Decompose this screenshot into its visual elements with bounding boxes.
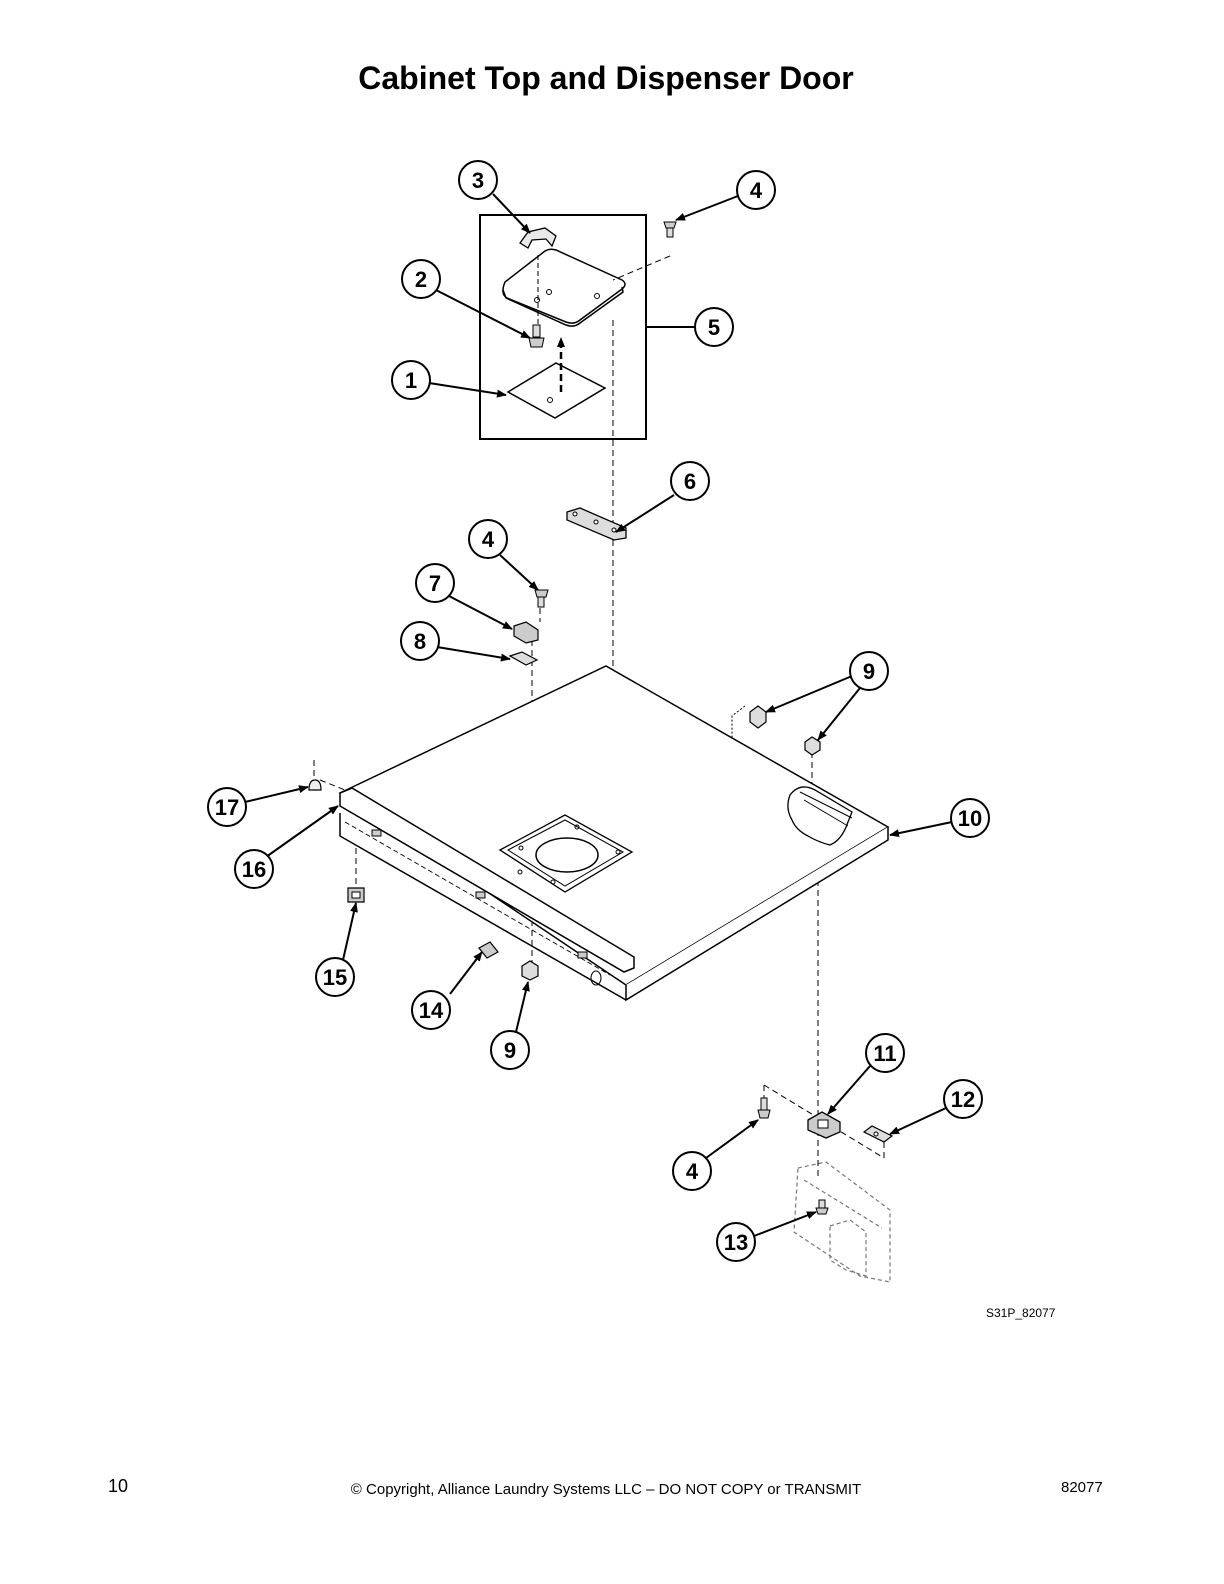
callout-11: 11: [865, 1033, 905, 1073]
screw-icon: [815, 1199, 829, 1215]
callout-15: 15: [315, 957, 355, 997]
callout-16: 16: [234, 849, 274, 889]
callout-label: 2: [415, 267, 427, 292]
hinge-plate-part: [862, 1125, 894, 1143]
callout-label: 9: [504, 1038, 516, 1063]
callout-4: 4: [672, 1151, 712, 1191]
screw-icon: [528, 324, 545, 348]
cabinet-top-panel: [338, 665, 890, 1002]
nut-icon: [521, 960, 539, 981]
callout-label: 12: [951, 1087, 975, 1112]
callout-10: 10: [950, 798, 990, 838]
callout-4: 4: [468, 519, 508, 559]
callout-1: 1: [391, 360, 431, 400]
screw-icon: [757, 1097, 771, 1119]
page-title: Cabinet Top and Dispenser Door: [358, 60, 854, 96]
callout-label: 6: [684, 469, 696, 494]
door-panel-ghost: [793, 1161, 891, 1283]
assembly-guide-dotted: [599, 705, 746, 881]
callout-9: 9: [490, 1030, 530, 1070]
callout-13: 13: [716, 1222, 756, 1262]
callout-label: 17: [215, 795, 239, 820]
callout-6: 6: [670, 461, 710, 501]
callout-label: 4: [686, 1159, 699, 1184]
latch-block-part: [513, 621, 539, 644]
callout-label: 5: [708, 315, 720, 340]
screw-icon: [534, 589, 549, 608]
clip-icon: [478, 941, 499, 959]
callout-12: 12: [943, 1079, 983, 1119]
page-number: 10: [108, 1476, 129, 1496]
figure-id: S31P_82077: [986, 1306, 1056, 1320]
callout-label: 9: [863, 659, 875, 684]
callout-label: 10: [958, 806, 982, 831]
callout-leaders: [244, 193, 953, 1237]
callout-label: 11: [873, 1041, 896, 1066]
callout-2: 2: [401, 259, 441, 299]
latch-shim-part: [508, 651, 539, 666]
callout-label: 7: [429, 571, 441, 596]
document-number: 82077: [1061, 1479, 1103, 1496]
callout-label: 8: [414, 629, 426, 654]
callout-label: 4: [482, 527, 495, 552]
hinge-part: [807, 1111, 841, 1139]
callout-label: 13: [724, 1230, 748, 1255]
callout-label: 4: [750, 178, 763, 203]
nut-icon: [804, 736, 821, 756]
bumper-icon: [308, 779, 322, 791]
screw-icon: [663, 221, 677, 238]
callout-label: 14: [419, 998, 444, 1023]
callout-4: 4: [736, 170, 776, 210]
callout-label: 1: [405, 368, 417, 393]
dispenser-door-assembly: [479, 214, 677, 440]
callout-label: 3: [472, 168, 484, 193]
callout-label: 16: [242, 857, 266, 882]
callout-17: 17: [207, 787, 247, 827]
callout-7: 7: [415, 563, 455, 603]
clip-nut-icon: [347, 887, 365, 903]
callout-9: 9: [849, 651, 889, 691]
callout-14: 14: [411, 990, 451, 1030]
callout-3: 3: [458, 160, 498, 200]
nut-icon: [749, 705, 767, 729]
callout-5: 5: [694, 307, 734, 347]
copyright-notice: © Copyright, Alliance Laundry Systems LL…: [350, 1481, 862, 1498]
callout-label: 15: [323, 965, 347, 990]
hinge-bracket-part: [566, 507, 627, 541]
callout-8: 8: [400, 621, 440, 661]
